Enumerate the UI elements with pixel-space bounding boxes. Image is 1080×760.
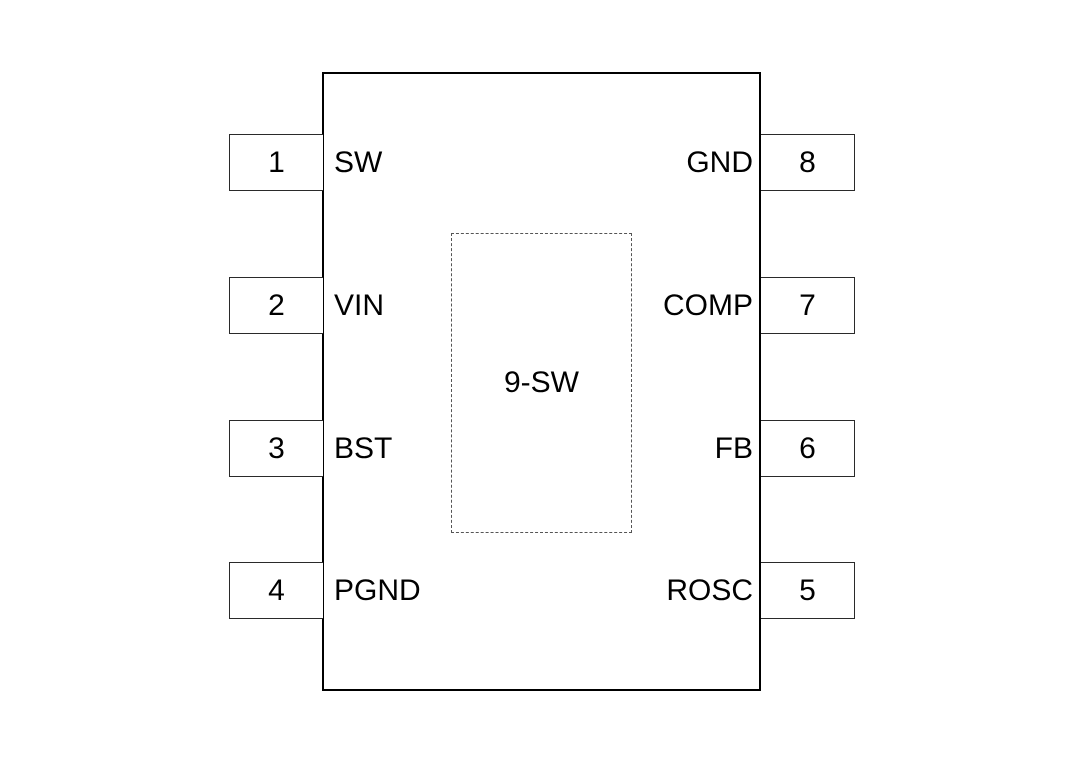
thermal-pad-dashed-box: 9-SW	[451, 233, 632, 533]
pin-7-number: 7	[799, 288, 816, 322]
pin-8-box: 8	[761, 134, 855, 191]
pin-8-label: GND	[686, 145, 753, 179]
pin-6-label: FB	[714, 431, 753, 465]
thermal-pad-label: 9-SW	[504, 366, 579, 399]
pin-5-label: ROSC	[666, 573, 753, 607]
pin-1-number: 1	[268, 145, 285, 179]
pin-2-box: 2	[229, 277, 323, 334]
chip-body-outline	[322, 72, 761, 691]
pin-5-number: 5	[799, 573, 816, 607]
pin-1-label: SW	[334, 145, 383, 179]
pin-3-number: 3	[268, 431, 285, 465]
pin-7-label: COMP	[663, 288, 753, 322]
pin-5-box: 5	[761, 562, 855, 619]
pin-1-box: 1	[229, 134, 323, 191]
pin-4-number: 4	[268, 573, 285, 607]
pin-3-box: 3	[229, 420, 323, 477]
pin-2-number: 2	[268, 288, 285, 322]
pin-3-label: BST	[334, 431, 393, 465]
pin-4-label: PGND	[334, 573, 421, 607]
pin-6-box: 6	[761, 420, 855, 477]
pin-4-box: 4	[229, 562, 323, 619]
pin-2-label: VIN	[334, 288, 385, 322]
pin-8-number: 8	[799, 145, 816, 179]
pin-6-number: 6	[799, 431, 816, 465]
pin-7-box: 7	[761, 277, 855, 334]
